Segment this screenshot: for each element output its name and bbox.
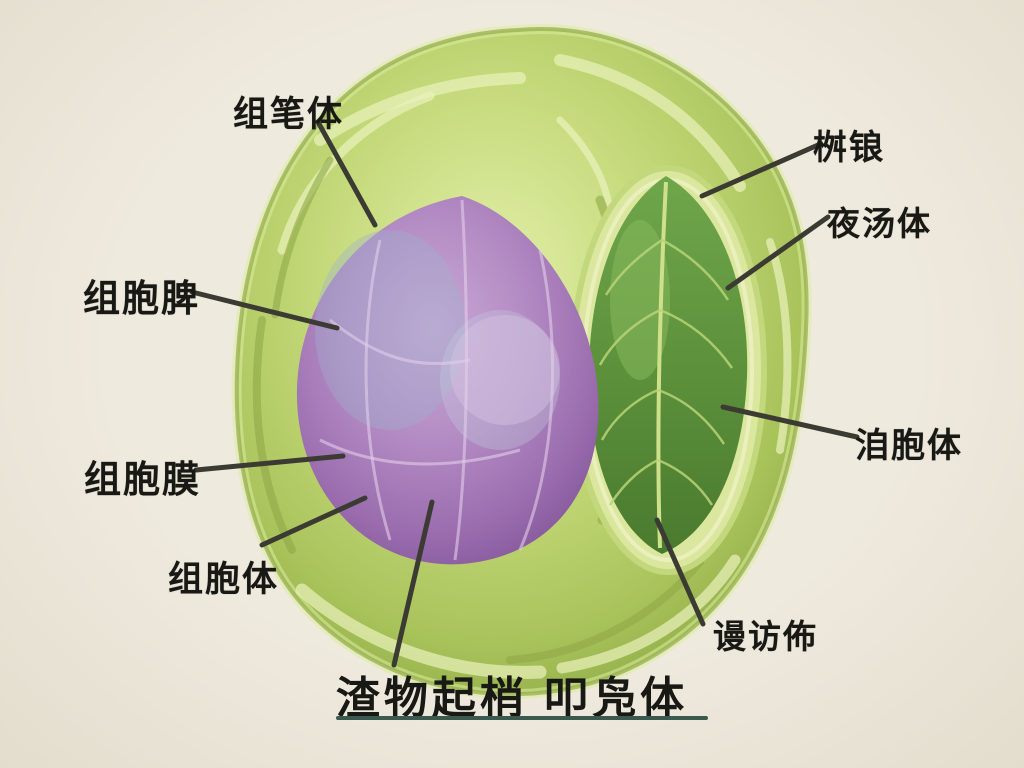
label-left-lower: 组胞体 [168, 560, 280, 599]
leader-left-middle [193, 453, 346, 473]
leaf-veins [598, 238, 734, 506]
leader-left-lower [259, 495, 368, 548]
leader-right-middle [720, 404, 860, 440]
chloroplast [569, 165, 767, 575]
leader-right-upper [725, 214, 831, 291]
title-underline [336, 716, 708, 720]
label-cell-wall-top: 组笔体 [233, 95, 345, 134]
label-top-right: 桝锒 [813, 129, 885, 167]
label-right-upper: 夜汤体 [827, 205, 932, 242]
nucleus-veins [319, 199, 555, 561]
leader-cell-wall-top [315, 119, 378, 228]
leaf-midrib [656, 181, 668, 549]
leader-bottom-right [654, 517, 706, 627]
diagram-title: 渣物起梢 叩凫体 [335, 674, 689, 723]
leader-left-upper [189, 289, 340, 331]
leader-nucleus-bottom [391, 499, 435, 668]
label-right-middle: 洎胞体 [855, 427, 963, 465]
leader-top-right [699, 142, 821, 199]
label-bottom-right: 谩访佈 [713, 618, 818, 655]
leader-lines [189, 119, 860, 668]
label-left-middle: 组胞膜 [84, 459, 201, 500]
label-left-upper: 组胞脾 [83, 278, 200, 319]
nucleus [296, 196, 599, 565]
